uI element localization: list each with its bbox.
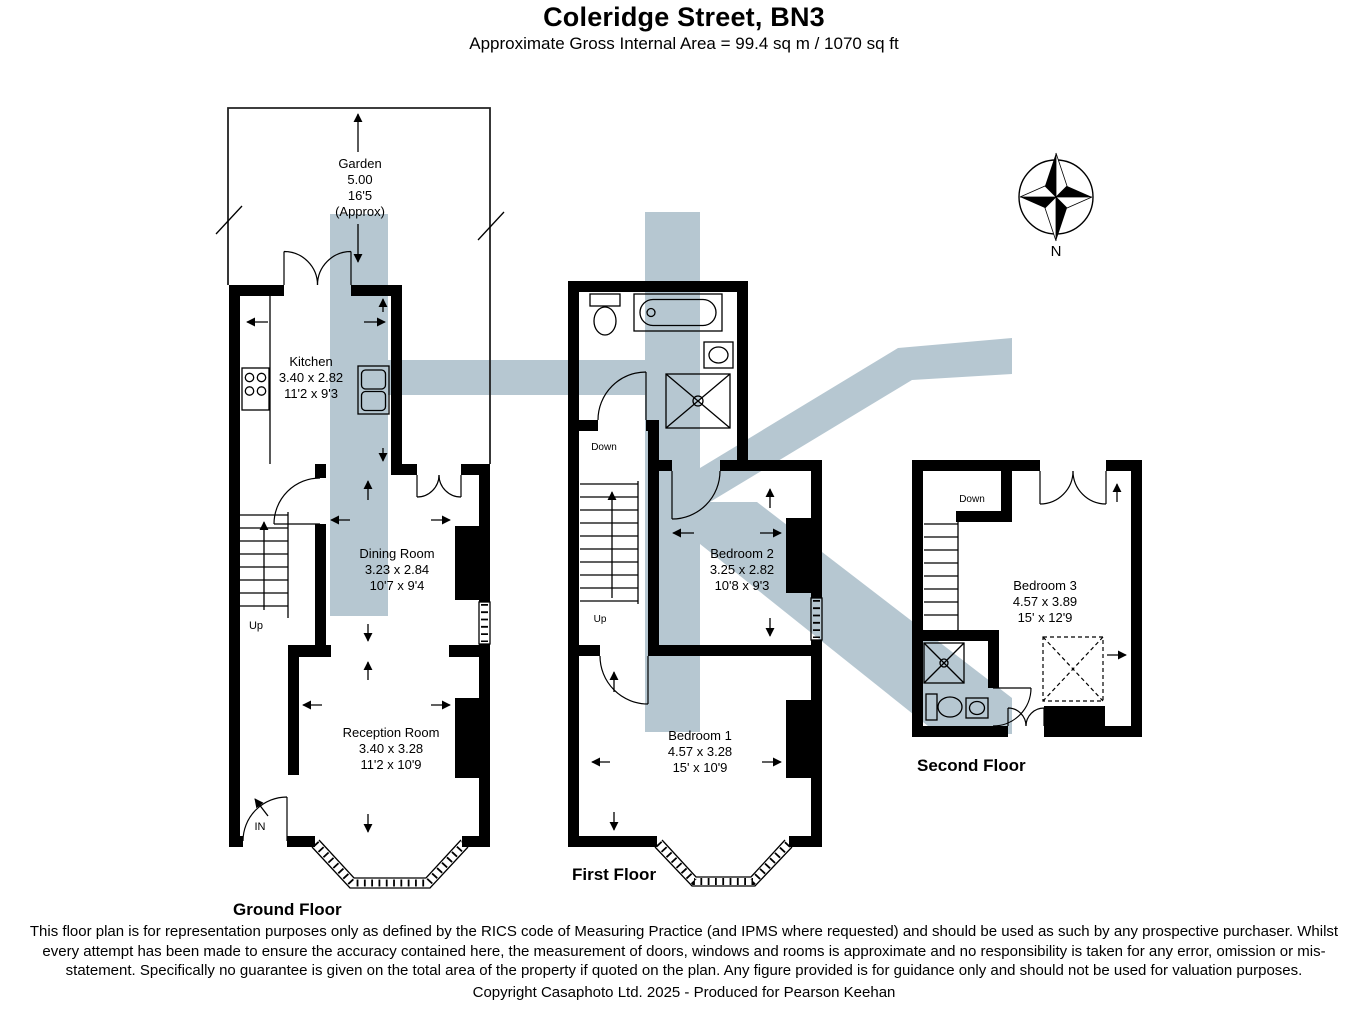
bathtub-icon (633, 293, 723, 332)
shower-icon (923, 642, 965, 684)
garden-approx: (Approx) (335, 204, 385, 219)
dimension-arrows (246, 298, 451, 833)
compass-north-label: N (1051, 243, 1062, 260)
bedroom2-label: Bedroom 2 3.25 x 2.82 10'8 x 9'3 (710, 546, 774, 593)
entry-arrow-icon (254, 798, 269, 817)
toilet-icon (925, 693, 963, 721)
bedroom2-name: Bedroom 2 (710, 546, 774, 561)
up-annotation: Up (249, 620, 263, 632)
watermark-bar (330, 214, 388, 616)
first-floor-walls (568, 281, 822, 847)
door-arcs (992, 470, 1107, 727)
shower-icon (665, 373, 731, 429)
basin-icon (703, 341, 734, 369)
bedroom3-metric: 4.57 x 3.89 (1013, 594, 1077, 609)
compass-rose-icon: N (1018, 152, 1094, 260)
watermark-k-arm (700, 338, 1012, 508)
bay-window (311, 839, 469, 889)
dining-name: Dining Room (359, 546, 434, 561)
dining-metric: 3.23 x 2.84 (365, 562, 429, 577)
reception-imperial: 11'2 x 10'9 (360, 757, 421, 772)
second-floor-plan: Bedroom 3 4.57 x 3.89 15' x 12'9 Down Se… (912, 460, 1142, 775)
garden-break-mark (477, 211, 505, 241)
garden-dim-ft: 16'5 (348, 188, 372, 203)
bedroom2-window (810, 597, 823, 641)
chimney-breast (1044, 706, 1105, 726)
kitchen-name: Kitchen (289, 354, 332, 369)
hob-icon (241, 367, 270, 411)
disclaimer-text: This floor plan is for representation pu… (29, 923, 1339, 979)
garden-label: Garden 5.00 16'5 (Approx) (335, 156, 385, 219)
dining-window (478, 601, 491, 645)
chimney-breast (786, 700, 811, 778)
ground-floor-walls (229, 285, 490, 847)
stairs-up (240, 512, 289, 618)
header: Coleridge Street, BN3 Approximate Gross … (0, 0, 1368, 54)
kitchen-label: Kitchen 3.40 x 2.82 11'2 x 9'3 (279, 354, 343, 401)
up-annotation: Up (594, 614, 607, 625)
bedroom1-label: Bedroom 1 4.57 x 3.28 15' x 10'9 (668, 728, 732, 775)
bedroom3-imperial: 15' x 12'9 (1018, 610, 1073, 625)
first-floor-label: First Floor (572, 865, 656, 884)
chimney-breast (786, 518, 811, 593)
garden-outline (215, 107, 505, 464)
ground-floor-plan: Garden 5.00 16'5 (Approx) Kitchen 3.40 x… (215, 107, 505, 919)
kitchen-imperial: 11'2 x 9'3 (284, 386, 338, 401)
dimension-arrows (1107, 483, 1127, 660)
garden-dim-m: 5.00 (347, 172, 372, 187)
down-annotation: Down (591, 442, 617, 453)
basin-icon (965, 697, 989, 719)
restricted-height-area (1042, 636, 1104, 702)
entry-annotation: IN (255, 821, 266, 833)
reception-room-label: Reception Room 3.40 x 3.28 11'2 x 10'9 (343, 725, 440, 772)
dimension-arrows (591, 488, 782, 831)
first-floor-plan: Bedroom 2 3.25 x 2.82 10'8 x 9'3 Bedroom… (568, 281, 823, 887)
garden-name: Garden (338, 156, 381, 171)
stairs-down (924, 522, 959, 630)
stairs (580, 481, 639, 604)
bedroom2-metric: 3.25 x 2.82 (710, 562, 774, 577)
door-arcs (242, 250, 462, 842)
kitchen-sink-icon (357, 365, 390, 415)
bedroom1-metric: 4.57 x 3.28 (668, 744, 732, 759)
bedroom2-imperial: 10'8 x 9'3 (715, 578, 770, 593)
dining-imperial: 10'7 x 9'4 (370, 578, 425, 593)
watermark-band (388, 360, 648, 395)
down-annotation: Down (959, 494, 985, 505)
toilet-icon (589, 293, 621, 336)
watermark-k-leg (700, 502, 1012, 734)
bedroom3-label: Bedroom 3 4.57 x 3.89 15' x 12'9 (1013, 578, 1077, 625)
dining-room-label: Dining Room 3.23 x 2.84 10'7 x 9'4 (359, 546, 434, 593)
reception-name: Reception Room (343, 725, 440, 740)
page-title: Coleridge Street, BN3 (543, 2, 825, 32)
second-floor-walls (912, 460, 1142, 737)
bedroom1-name: Bedroom 1 (668, 728, 732, 743)
ground-floor-label: Ground Floor (233, 900, 342, 919)
reception-metric: 3.40 x 3.28 (359, 741, 423, 756)
bedroom1-imperial: 15' x 10'9 (673, 760, 728, 775)
kitchen-metric: 3.40 x 2.82 (279, 370, 343, 385)
chimney-breast (455, 526, 480, 600)
copyright-text: Copyright Casaphoto Ltd. 2025 - Produced… (472, 983, 896, 1001)
page-subtitle: Approximate Gross Internal Area = 99.4 s… (469, 34, 899, 53)
bay-window (654, 839, 793, 887)
garden-break-mark (215, 205, 243, 235)
chimney-breast (455, 698, 480, 778)
second-floor-label: Second Floor (917, 756, 1026, 775)
bedroom3-name: Bedroom 3 (1013, 578, 1077, 593)
footer: This floor plan is for representation pu… (0, 922, 1368, 1001)
